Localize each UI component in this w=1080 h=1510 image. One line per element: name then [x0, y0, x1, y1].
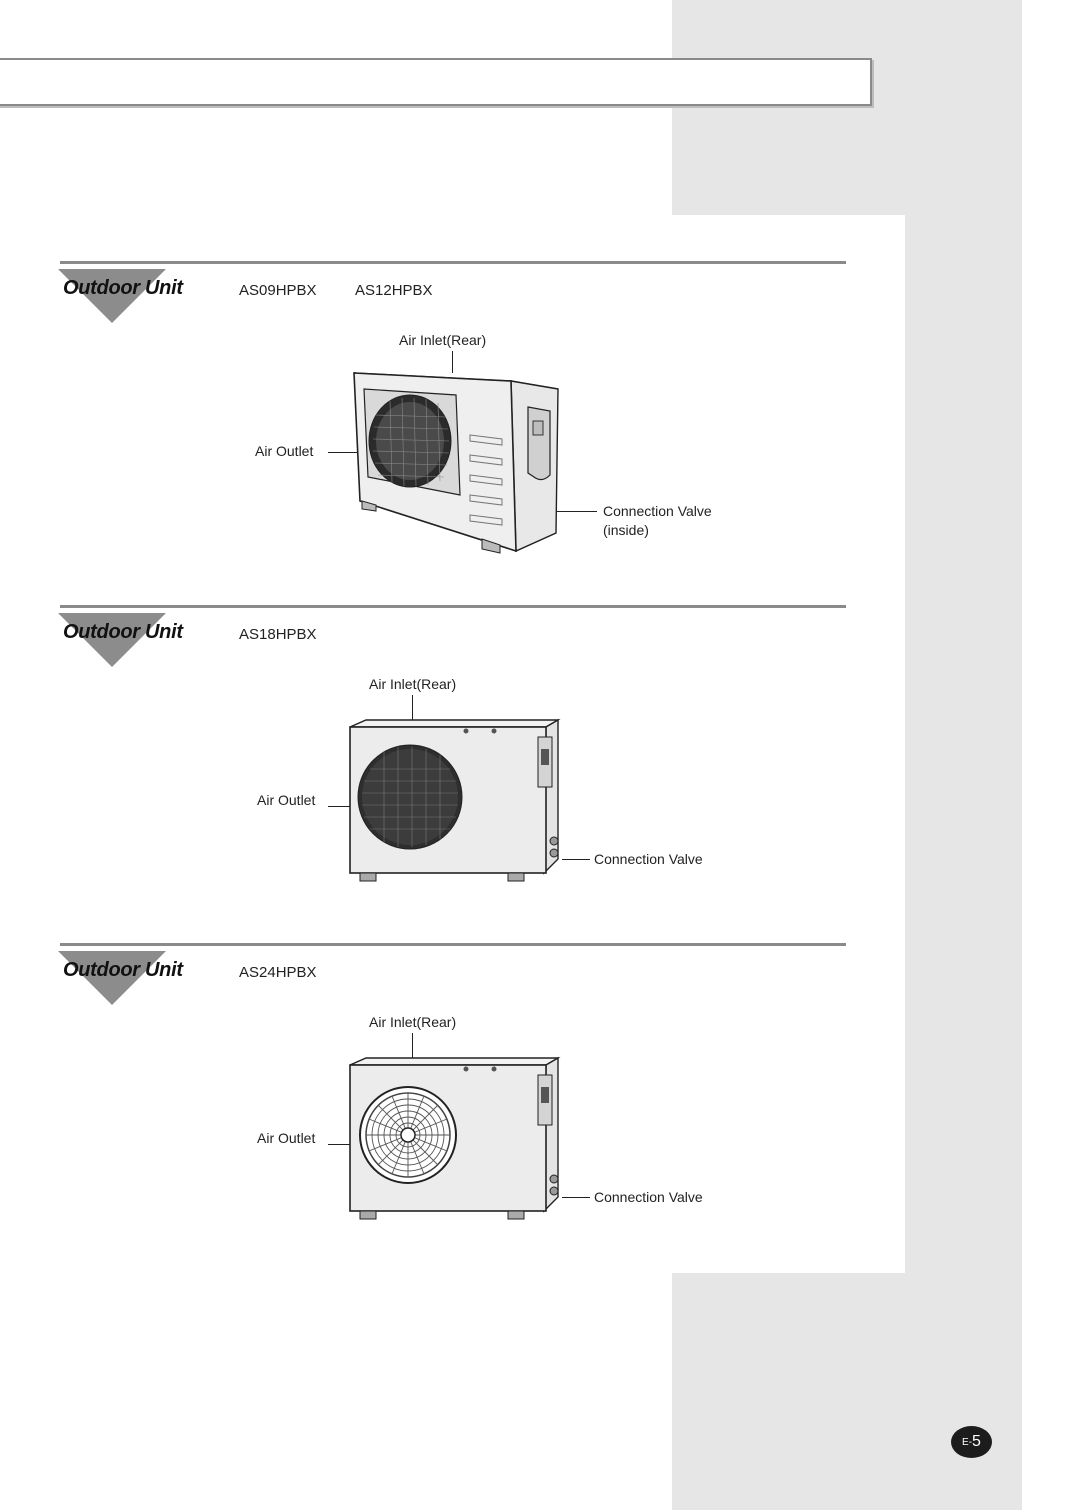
outdoor-unit-illustration: [349, 718, 561, 882]
page-number: 5: [972, 1433, 981, 1450]
section-title: Outdoor Unit: [63, 959, 183, 981]
connection-valve-note: (inside): [603, 522, 649, 538]
air-inlet-label: Air Inlet(Rear): [399, 332, 487, 348]
header-title-box: [0, 58, 872, 106]
outdoor-unit-section-3: Outdoor Unit AS24HPBX Air Inlet(Rear) Ai…: [0, 943, 905, 1273]
section-rule: [60, 605, 846, 608]
air-outlet-label: Air Outlet: [257, 1130, 316, 1146]
section-rule: [60, 261, 846, 264]
connection-valve-label: Connection Valve: [594, 1189, 703, 1205]
section-rule: [60, 943, 846, 946]
outdoor-unit-section-1: Outdoor Unit AS09HPBX AS12HPBX Air Inlet…: [0, 261, 905, 591]
model-name: AS18HPBX: [239, 626, 317, 643]
connection-valve-label: Connection Valve: [594, 851, 703, 867]
sidebar-panel-bottom: [672, 1273, 1022, 1510]
model-name: AS12HPBX: [355, 282, 433, 299]
air-inlet-label: Air Inlet(Rear): [369, 676, 457, 692]
leader-line: [328, 806, 364, 807]
outdoor-unit-section-2: Outdoor Unit AS18HPBX Air Inlet(Rear) Ai…: [0, 605, 905, 935]
page-number-prefix: E-: [962, 1437, 973, 1448]
air-outlet-label: Air Outlet: [255, 443, 314, 459]
leader-line: [328, 452, 372, 453]
outdoor-unit-illustration: [353, 372, 559, 554]
section-marker-triangle-icon: [58, 613, 166, 667]
model-name: AS24HPBX: [239, 964, 317, 981]
leader-line: [562, 859, 590, 860]
section-title: Outdoor Unit: [63, 277, 183, 299]
leader-line: [555, 511, 597, 512]
leader-line: [412, 695, 413, 721]
connection-valve-label: Connection Valve: [603, 503, 712, 519]
sidebar-panel-top: [672, 0, 1022, 215]
section-marker-triangle-icon: [58, 269, 166, 323]
section-marker-triangle-icon: [58, 951, 166, 1005]
model-name: AS09HPBX: [239, 282, 317, 299]
section-title: Outdoor Unit: [63, 621, 183, 643]
air-inlet-label: Air Inlet(Rear): [369, 1014, 457, 1030]
air-outlet-label: Air Outlet: [257, 792, 316, 808]
leader-line: [562, 1197, 590, 1198]
leader-line: [412, 1033, 413, 1059]
page-number-badge: E-5: [951, 1426, 992, 1458]
leader-line: [328, 1144, 364, 1145]
sidebar-panel-middle: [905, 215, 1022, 1273]
leader-line: [452, 351, 453, 373]
outdoor-unit-illustration: [349, 1056, 561, 1220]
